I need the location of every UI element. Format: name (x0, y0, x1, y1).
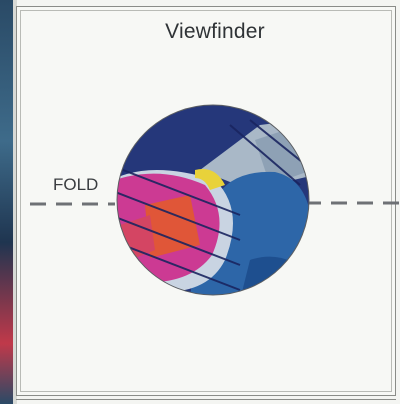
viewfinder-title: Viewfinder (165, 20, 265, 43)
left-page-edge (13, 0, 17, 404)
left-page-strip (0, 0, 13, 404)
viewfinder-panel-inner-border (20, 10, 392, 392)
fold-label: FOLD (53, 175, 99, 194)
panel-bottom-rule (16, 399, 396, 400)
